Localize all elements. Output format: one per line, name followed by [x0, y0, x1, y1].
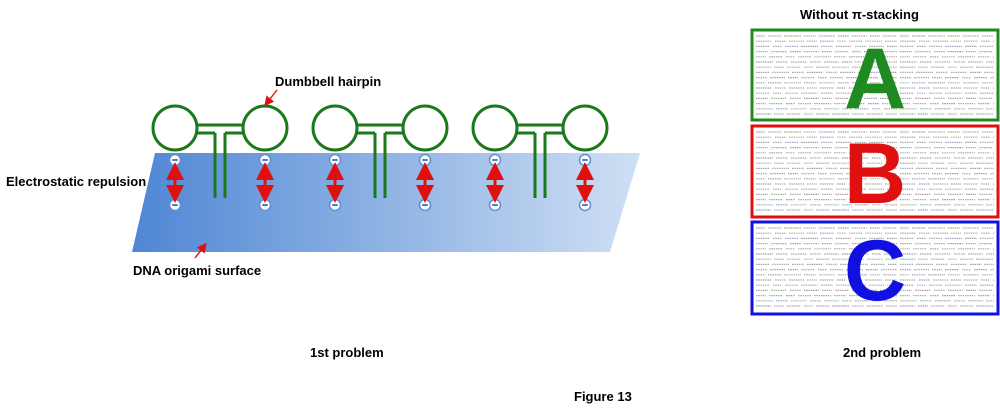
- dumbbell-hairpin-label: Dumbbell hairpin: [275, 74, 381, 89]
- panel-a-frame: [750, 28, 1000, 122]
- second-problem-caption: 2nd problem: [843, 345, 921, 360]
- panel-c-sequence-text: [756, 227, 994, 307]
- figure-title: Figure 13: [574, 389, 632, 404]
- panel-b-frame: [750, 124, 1000, 219]
- repulsion-pair: [166, 153, 184, 212]
- panel-c: C: [750, 220, 1000, 319]
- dumbbell-hairpin: [471, 104, 609, 198]
- hairpin-loop-left: [471, 104, 519, 152]
- hairpin-loop-left: [151, 104, 199, 152]
- surface-callout-arrow: [194, 242, 207, 259]
- panel-a-sequence-text: [756, 35, 994, 115]
- dumbbell-hairpin: [151, 104, 289, 198]
- repulsion-pair: [416, 153, 434, 212]
- dna-origami-surface-label: DNA origami surface: [133, 263, 261, 278]
- panel-b: B: [750, 124, 1000, 222]
- repulsion-pair: [486, 153, 504, 212]
- hairpin-loop-right: [561, 104, 609, 152]
- repulsion-pair: [326, 153, 344, 212]
- repulsion-pair: [576, 153, 594, 212]
- dumbbell-hairpin: [311, 104, 449, 198]
- panel-a: A: [750, 28, 1000, 127]
- without-pi-stacking-title: Without π-stacking: [800, 7, 919, 22]
- electrostatic-repulsion-label: Electrostatic repulsion: [6, 174, 146, 189]
- charges-group: [166, 153, 594, 212]
- panel-b-letter: B: [844, 126, 906, 222]
- panel-b-sequence-text: [756, 131, 994, 211]
- dumbbell-callout-arrow: [264, 89, 278, 107]
- panel-a-letter: A: [844, 31, 906, 127]
- first-problem-caption: 1st problem: [310, 345, 384, 360]
- hairpins-group: [151, 104, 609, 198]
- panel-c-letter: C: [844, 223, 906, 319]
- hairpin-loop-right: [401, 104, 449, 152]
- hairpin-loop-left: [311, 104, 359, 152]
- repulsion-pair: [256, 153, 274, 212]
- hairpin-loop-right: [241, 104, 289, 152]
- panel-c-frame: [750, 220, 1000, 316]
